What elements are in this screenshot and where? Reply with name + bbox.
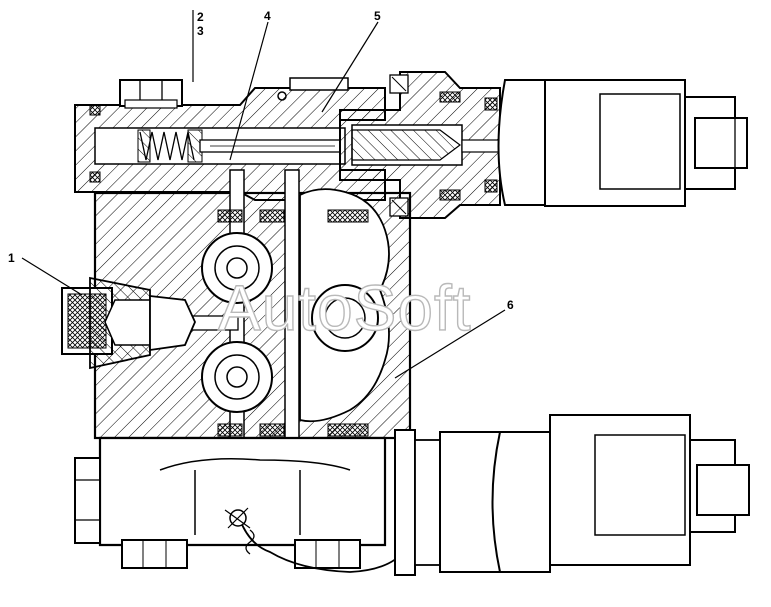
callout-2: 2 [197, 10, 204, 24]
callout-3: 3 [197, 24, 204, 38]
main-valve-body [93, 169, 412, 441]
left-plug [61, 276, 196, 370]
upper-solenoid-adapter [339, 71, 523, 219]
top-bolt [119, 79, 183, 109]
watermark: AutoSoft [218, 272, 472, 344]
callout-1: 1 [8, 251, 15, 265]
top-nut [289, 77, 349, 91]
lower-solenoid [394, 414, 750, 576]
callout-5: 5 [374, 9, 381, 23]
upper-solenoid [497, 79, 748, 207]
leader-lines [21, 10, 506, 379]
callout-4: 4 [264, 9, 271, 23]
upper-pilot-body [74, 87, 386, 201]
callout-6: 6 [507, 298, 514, 312]
wire-lead [239, 519, 406, 573]
lower-base [74, 436, 406, 573]
